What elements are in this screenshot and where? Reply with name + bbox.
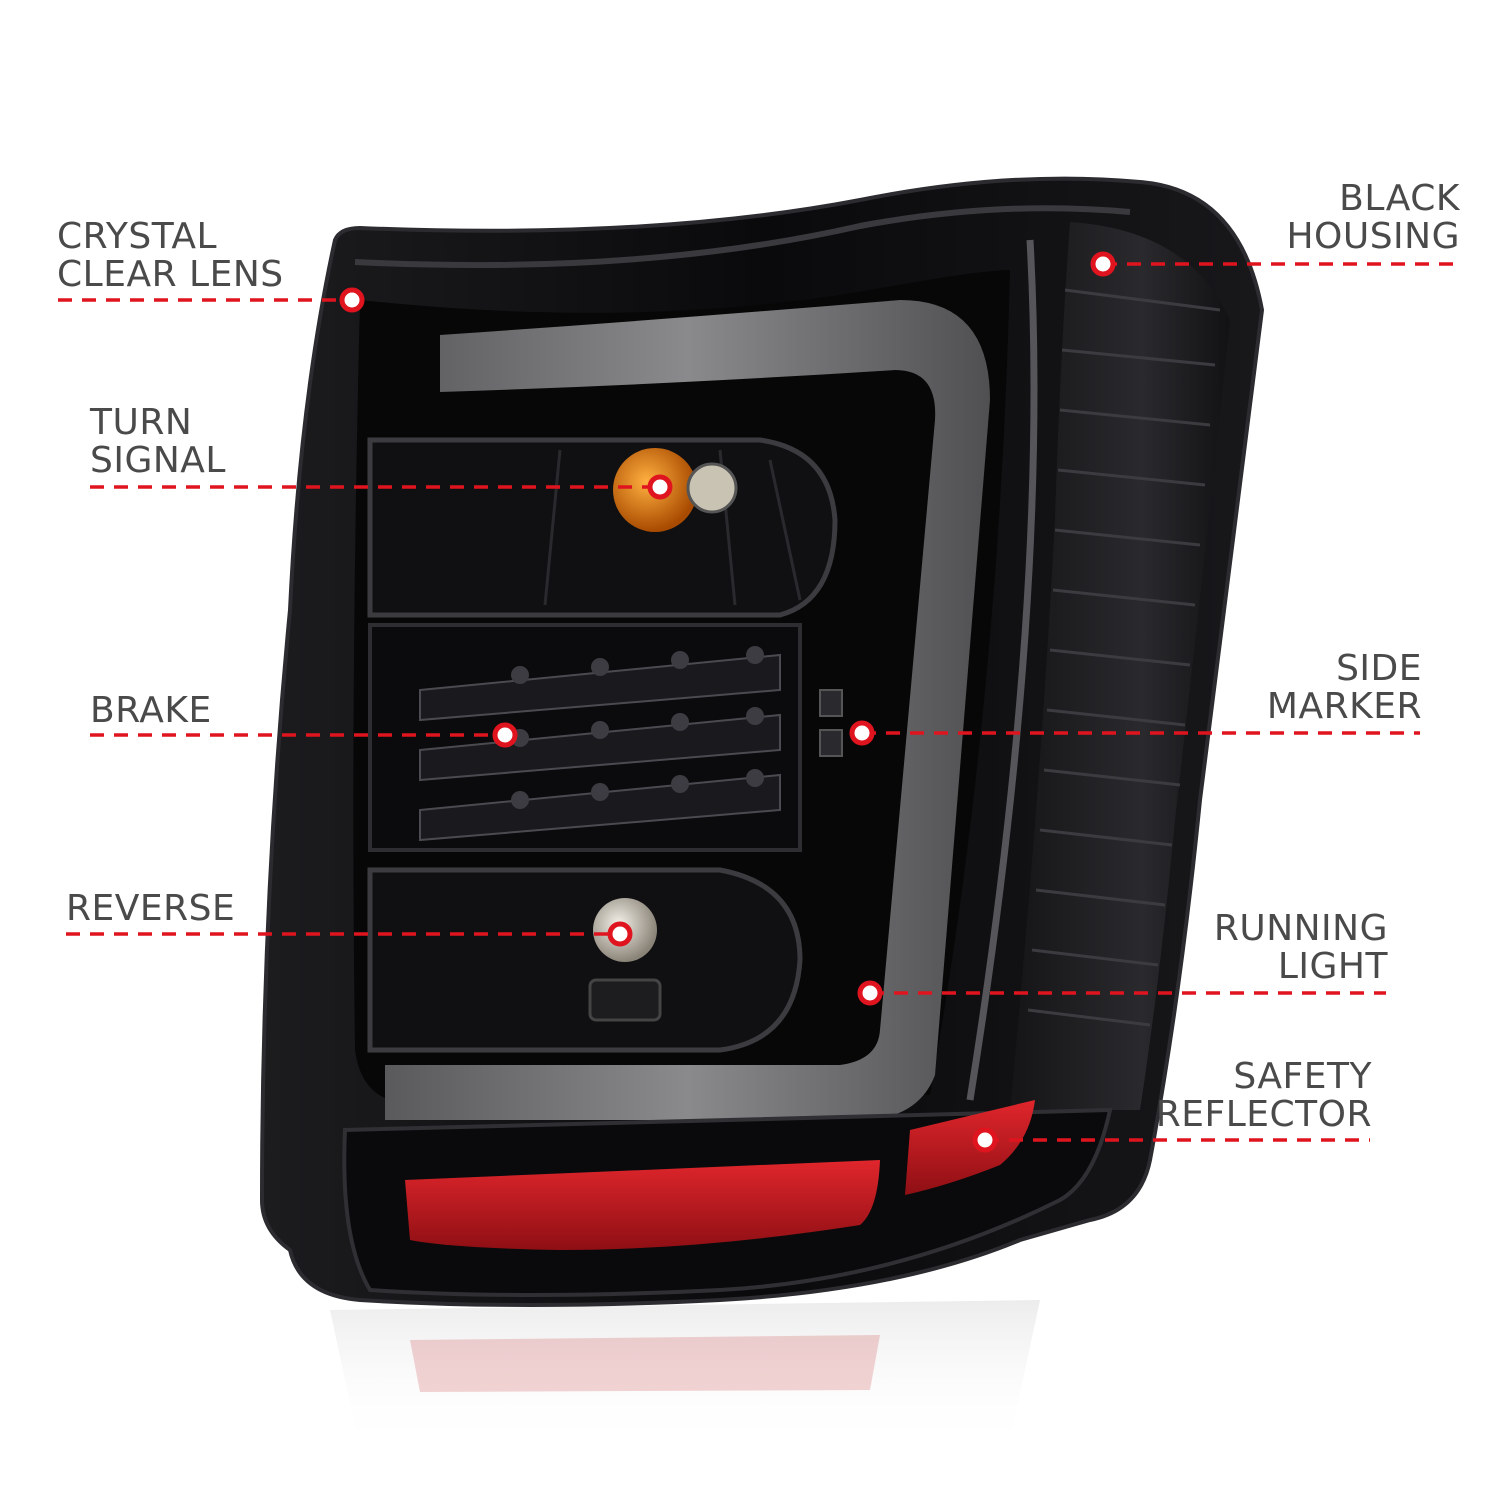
- callout-lines: [58, 262, 1460, 1142]
- turn-signal-marker: [647, 474, 673, 500]
- safety-reflector-main: [405, 1160, 880, 1250]
- callout-markers: [339, 251, 1116, 1153]
- side-ribs: [1027, 288, 1221, 1027]
- turn-signal-chamber: [367, 437, 838, 618]
- safety-reflector-marker: [972, 1127, 998, 1153]
- black-housing-marker: [1090, 251, 1116, 277]
- label-safety-reflector: SAFETY REFLECTOR: [1155, 1056, 1372, 1135]
- reflector-reflection: [410, 1335, 880, 1392]
- floor-reflection: [330, 1300, 1040, 1450]
- label-black-housing: BLACK HOUSING: [1286, 178, 1460, 257]
- brake-led-rows: [419, 653, 781, 842]
- side-divider: [966, 239, 1038, 1101]
- crystal-clear-lens-marker: [339, 287, 365, 313]
- safety-reflector-small: [905, 1100, 1035, 1195]
- brake-leds: [511, 646, 764, 809]
- label-side-marker: SIDE MARKER: [1266, 648, 1422, 727]
- label-turn-signal: TURN SIGNAL: [90, 402, 226, 481]
- turn-signal-socket: [686, 462, 738, 514]
- side-marker-led-top: [819, 689, 843, 717]
- reverse-socket: [588, 978, 662, 1022]
- label-crystal-clear-lens: CRYSTAL CLEAR LENS: [57, 216, 284, 295]
- side-marker-marker: [849, 720, 875, 746]
- side-housing: [1010, 222, 1230, 1110]
- lens-top-rim: [354, 205, 1131, 269]
- label-reverse: REVERSE: [66, 888, 236, 929]
- running-light-bar: [385, 300, 990, 1120]
- reverse-marker: [607, 921, 633, 947]
- label-running-light: RUNNING LIGHT: [1213, 908, 1388, 987]
- brake-marker: [492, 722, 518, 748]
- reverse-chamber: [367, 867, 803, 1053]
- running-light-marker: [857, 980, 883, 1006]
- label-brake: BRAKE: [90, 690, 212, 731]
- side-marker-led-bottom: [819, 729, 843, 757]
